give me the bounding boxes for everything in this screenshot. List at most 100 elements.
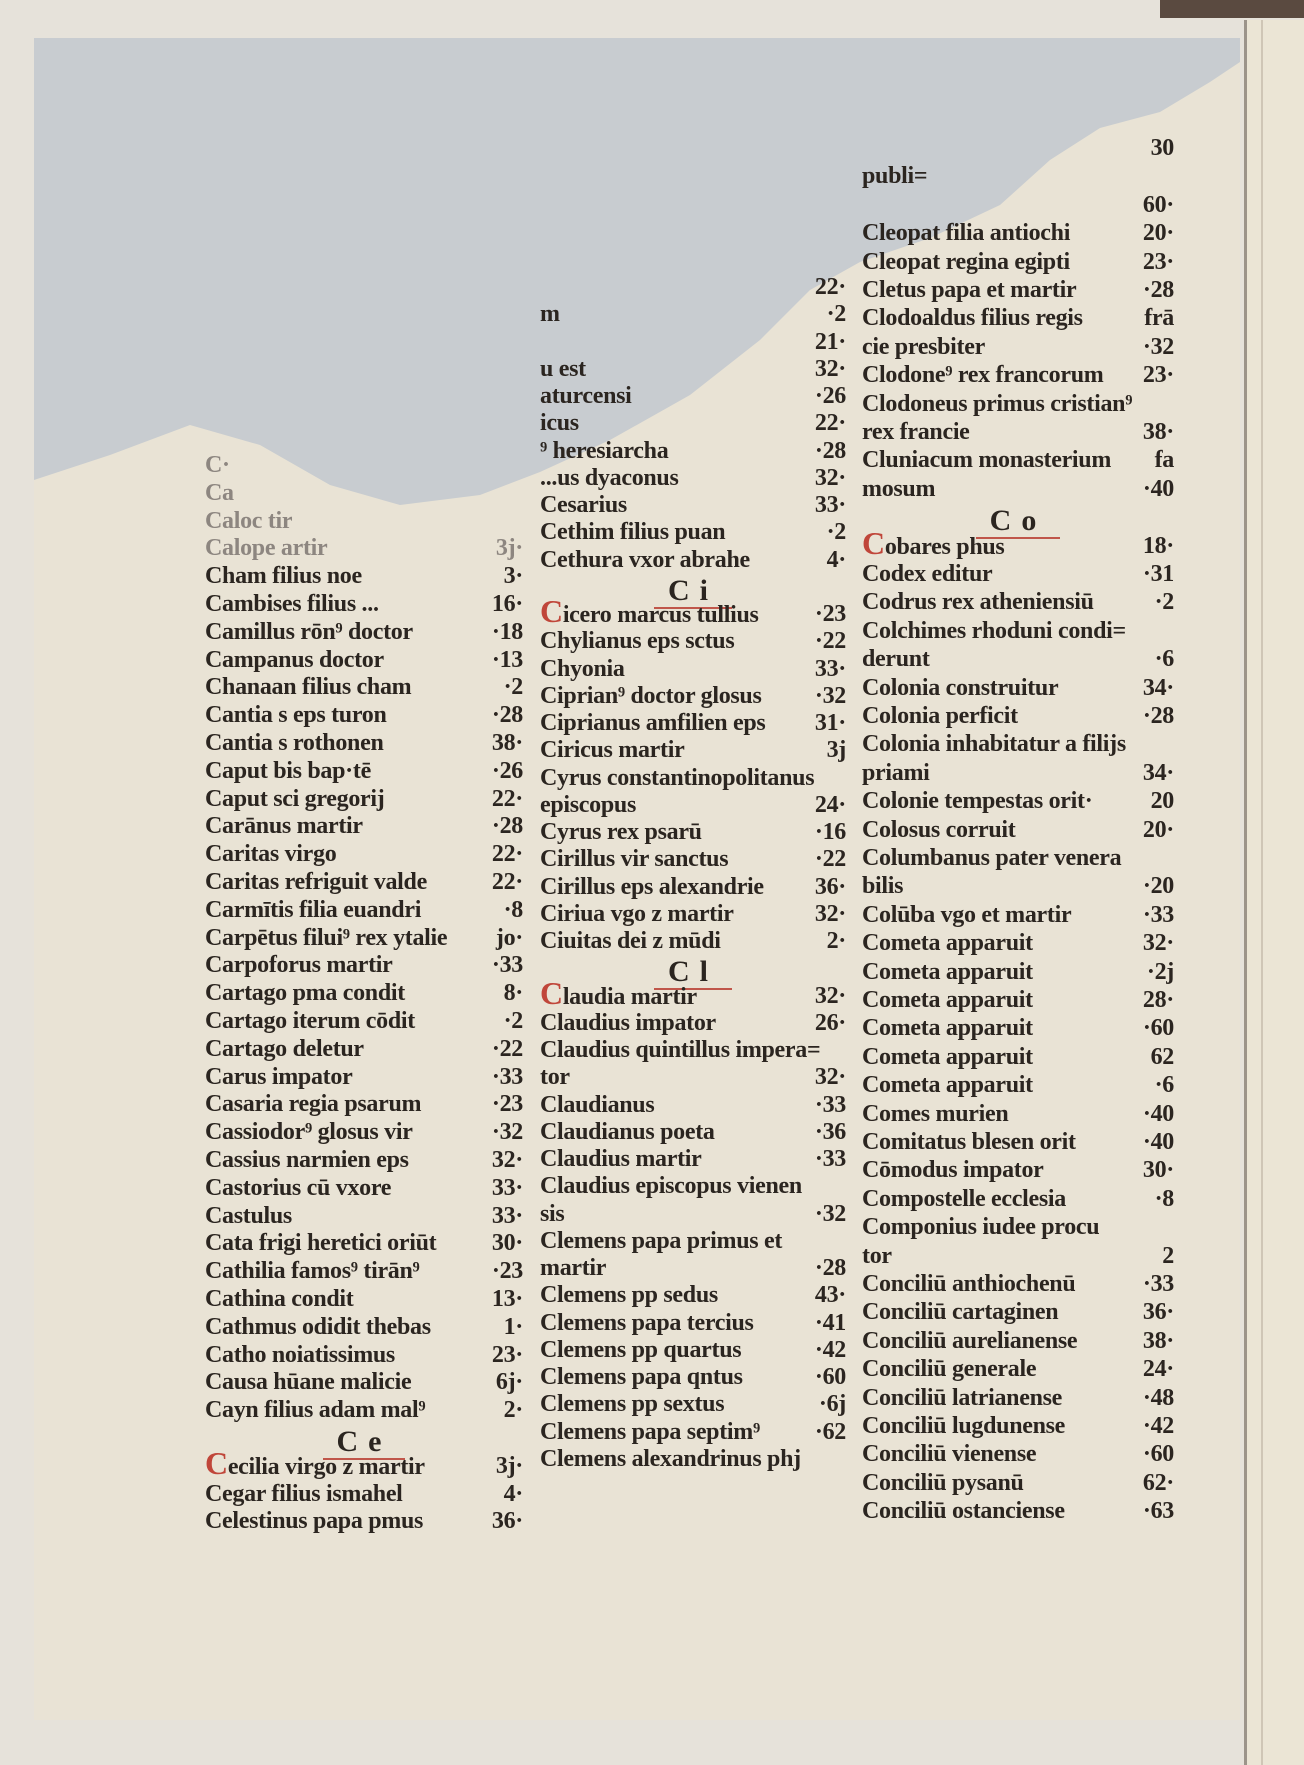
folio-number: ·2j <box>1146 958 1174 985</box>
index-entry: Clemens papa qntus·60 <box>540 1364 846 1392</box>
folio-number: 38· <box>491 730 523 756</box>
index-entry: Colonia inhabitatur a filijs <box>862 731 1174 759</box>
folio-number: ·22 <box>814 628 846 655</box>
index-entry: cie presbiter·32 <box>862 334 1174 362</box>
folio-number: ·40 <box>1142 1129 1174 1155</box>
section-heading: Ci <box>540 573 846 609</box>
entry-text: Clemens pp sedus <box>540 1282 718 1309</box>
entry-text: Cecilia virgo z martir <box>205 1444 425 1481</box>
entry-text: Chylianus eps sctus <box>540 628 735 655</box>
folio-number: ·16 <box>814 819 846 845</box>
index-entry: Claudius episcopus vienen <box>540 1173 846 1201</box>
index-entry: 30 <box>862 135 1175 163</box>
folio-number: ·13 <box>491 646 523 673</box>
entry-text: Cethura vxor abrahe <box>540 546 750 573</box>
entry-text: Conciliū lugdunense <box>862 1413 1066 1439</box>
folio-number: jo· <box>495 924 523 951</box>
entry-text: Cluniacum monasterium <box>862 447 1112 474</box>
folio-number: 32· <box>814 900 846 927</box>
index-entry: Cathilia famos⁹ tirān⁹·23 <box>205 1258 523 1286</box>
entry-text: Cometa apparuit <box>862 958 1033 985</box>
folio-number: 3j· <box>495 535 523 562</box>
index-entry: Cethim filius puan·2 <box>540 519 846 547</box>
entry-text: Cirillus eps alexandrie <box>540 873 764 900</box>
entry-text: Ciricus martir <box>540 737 685 764</box>
index-entry: derunt·6 <box>862 646 1174 674</box>
folio-number: 4· <box>826 546 847 573</box>
index-entry: Compostelle ecclesia·8 <box>862 1186 1174 1214</box>
folio-number: ·23 <box>814 601 846 627</box>
entry-text: Cegar filius ismahel <box>205 1480 403 1507</box>
entry-text: Cesarius <box>540 492 627 518</box>
index-entry: Clodoneus primus cristian⁹ <box>862 391 1174 419</box>
folio-number: 23· <box>491 1341 523 1368</box>
folio-number: 30 <box>1150 135 1175 161</box>
entry-text: Codrus rex atheniensiū <box>862 589 1094 616</box>
index-entry: Cletus papa et martir·28 <box>862 277 1174 305</box>
entry-text: Cometa apparuit <box>862 930 1033 957</box>
entry-text: Cantia s rothonen <box>205 730 384 756</box>
entry-text: Cathmus odidit thebas <box>205 1313 431 1340</box>
entry-text: Conciliū ostanciense <box>862 1498 1065 1525</box>
folio-number: 62· <box>1142 1469 1174 1496</box>
entry-text: Cethim filius puan <box>540 519 726 546</box>
folio-number: ·8 <box>1154 1185 1175 1212</box>
entry-text: Cometa apparuit <box>862 1072 1033 1099</box>
folio-number: ·6j <box>818 1391 846 1418</box>
folio-number: 32· <box>491 1147 523 1173</box>
index-entry: Comes murien·40 <box>862 1101 1174 1129</box>
index-entry: Colonie tempestas orit·20 <box>862 788 1174 816</box>
index-entry: Cirillus vir sanctus·22 <box>540 846 846 874</box>
entry-text: Ciprianus amfilien eps <box>540 710 766 736</box>
section-heading: Cl <box>540 955 846 991</box>
entry-text: Cata frigi heretici oriūt <box>205 1230 437 1257</box>
folio-number: 18· <box>1142 532 1174 559</box>
index-entry: Cometa apparuit·6 <box>862 1072 1174 1100</box>
entry-text: priami <box>862 759 930 786</box>
entry-text: Clemens pp sextus <box>540 1391 725 1418</box>
index-entry: Claudius martir·33 <box>540 1146 846 1174</box>
folio-number: 22· <box>814 274 846 300</box>
folio-number: 36· <box>1142 1299 1174 1326</box>
folio-number: 16· <box>491 591 523 617</box>
index-entry: Cassiodor⁹ glosus vir·32 <box>205 1119 523 1147</box>
entry-text: Clemens papa tercius <box>540 1309 754 1336</box>
index-entry: sis·32 <box>540 1201 846 1229</box>
entry-text: Carmītis filia euandri <box>205 896 422 923</box>
folio-number: 22· <box>814 410 846 437</box>
folio-number: ·40 <box>1142 475 1174 502</box>
index-entry: Cartago deletur·22 <box>205 1036 523 1064</box>
index-entry: Chanaan filius cham·2 <box>205 674 523 702</box>
entry-text: Claudius impator <box>540 1009 716 1036</box>
section-heading-label: Co <box>975 504 1061 540</box>
folio-number: ·6 <box>1154 646 1175 673</box>
entry-text: Colonia construitur <box>862 674 1059 701</box>
folio-number: 36· <box>814 873 846 900</box>
folio-number: ·40 <box>1142 1100 1174 1127</box>
folio-number: ·32 <box>814 682 846 709</box>
index-entry: 22· <box>540 274 846 302</box>
index-entry: Cambises filius ...16· <box>205 591 523 619</box>
folio-number: ·18 <box>491 618 523 645</box>
entry-text: mosum <box>862 475 936 502</box>
index-entry: Comitatus blesen orit·40 <box>862 1129 1174 1157</box>
entry-text: Clemens pp quartus <box>540 1336 742 1363</box>
entry-text: Ca <box>205 479 234 506</box>
index-entry: Carānus martir·28 <box>205 813 523 841</box>
index-entry: Columbanus pater venera <box>862 845 1174 873</box>
